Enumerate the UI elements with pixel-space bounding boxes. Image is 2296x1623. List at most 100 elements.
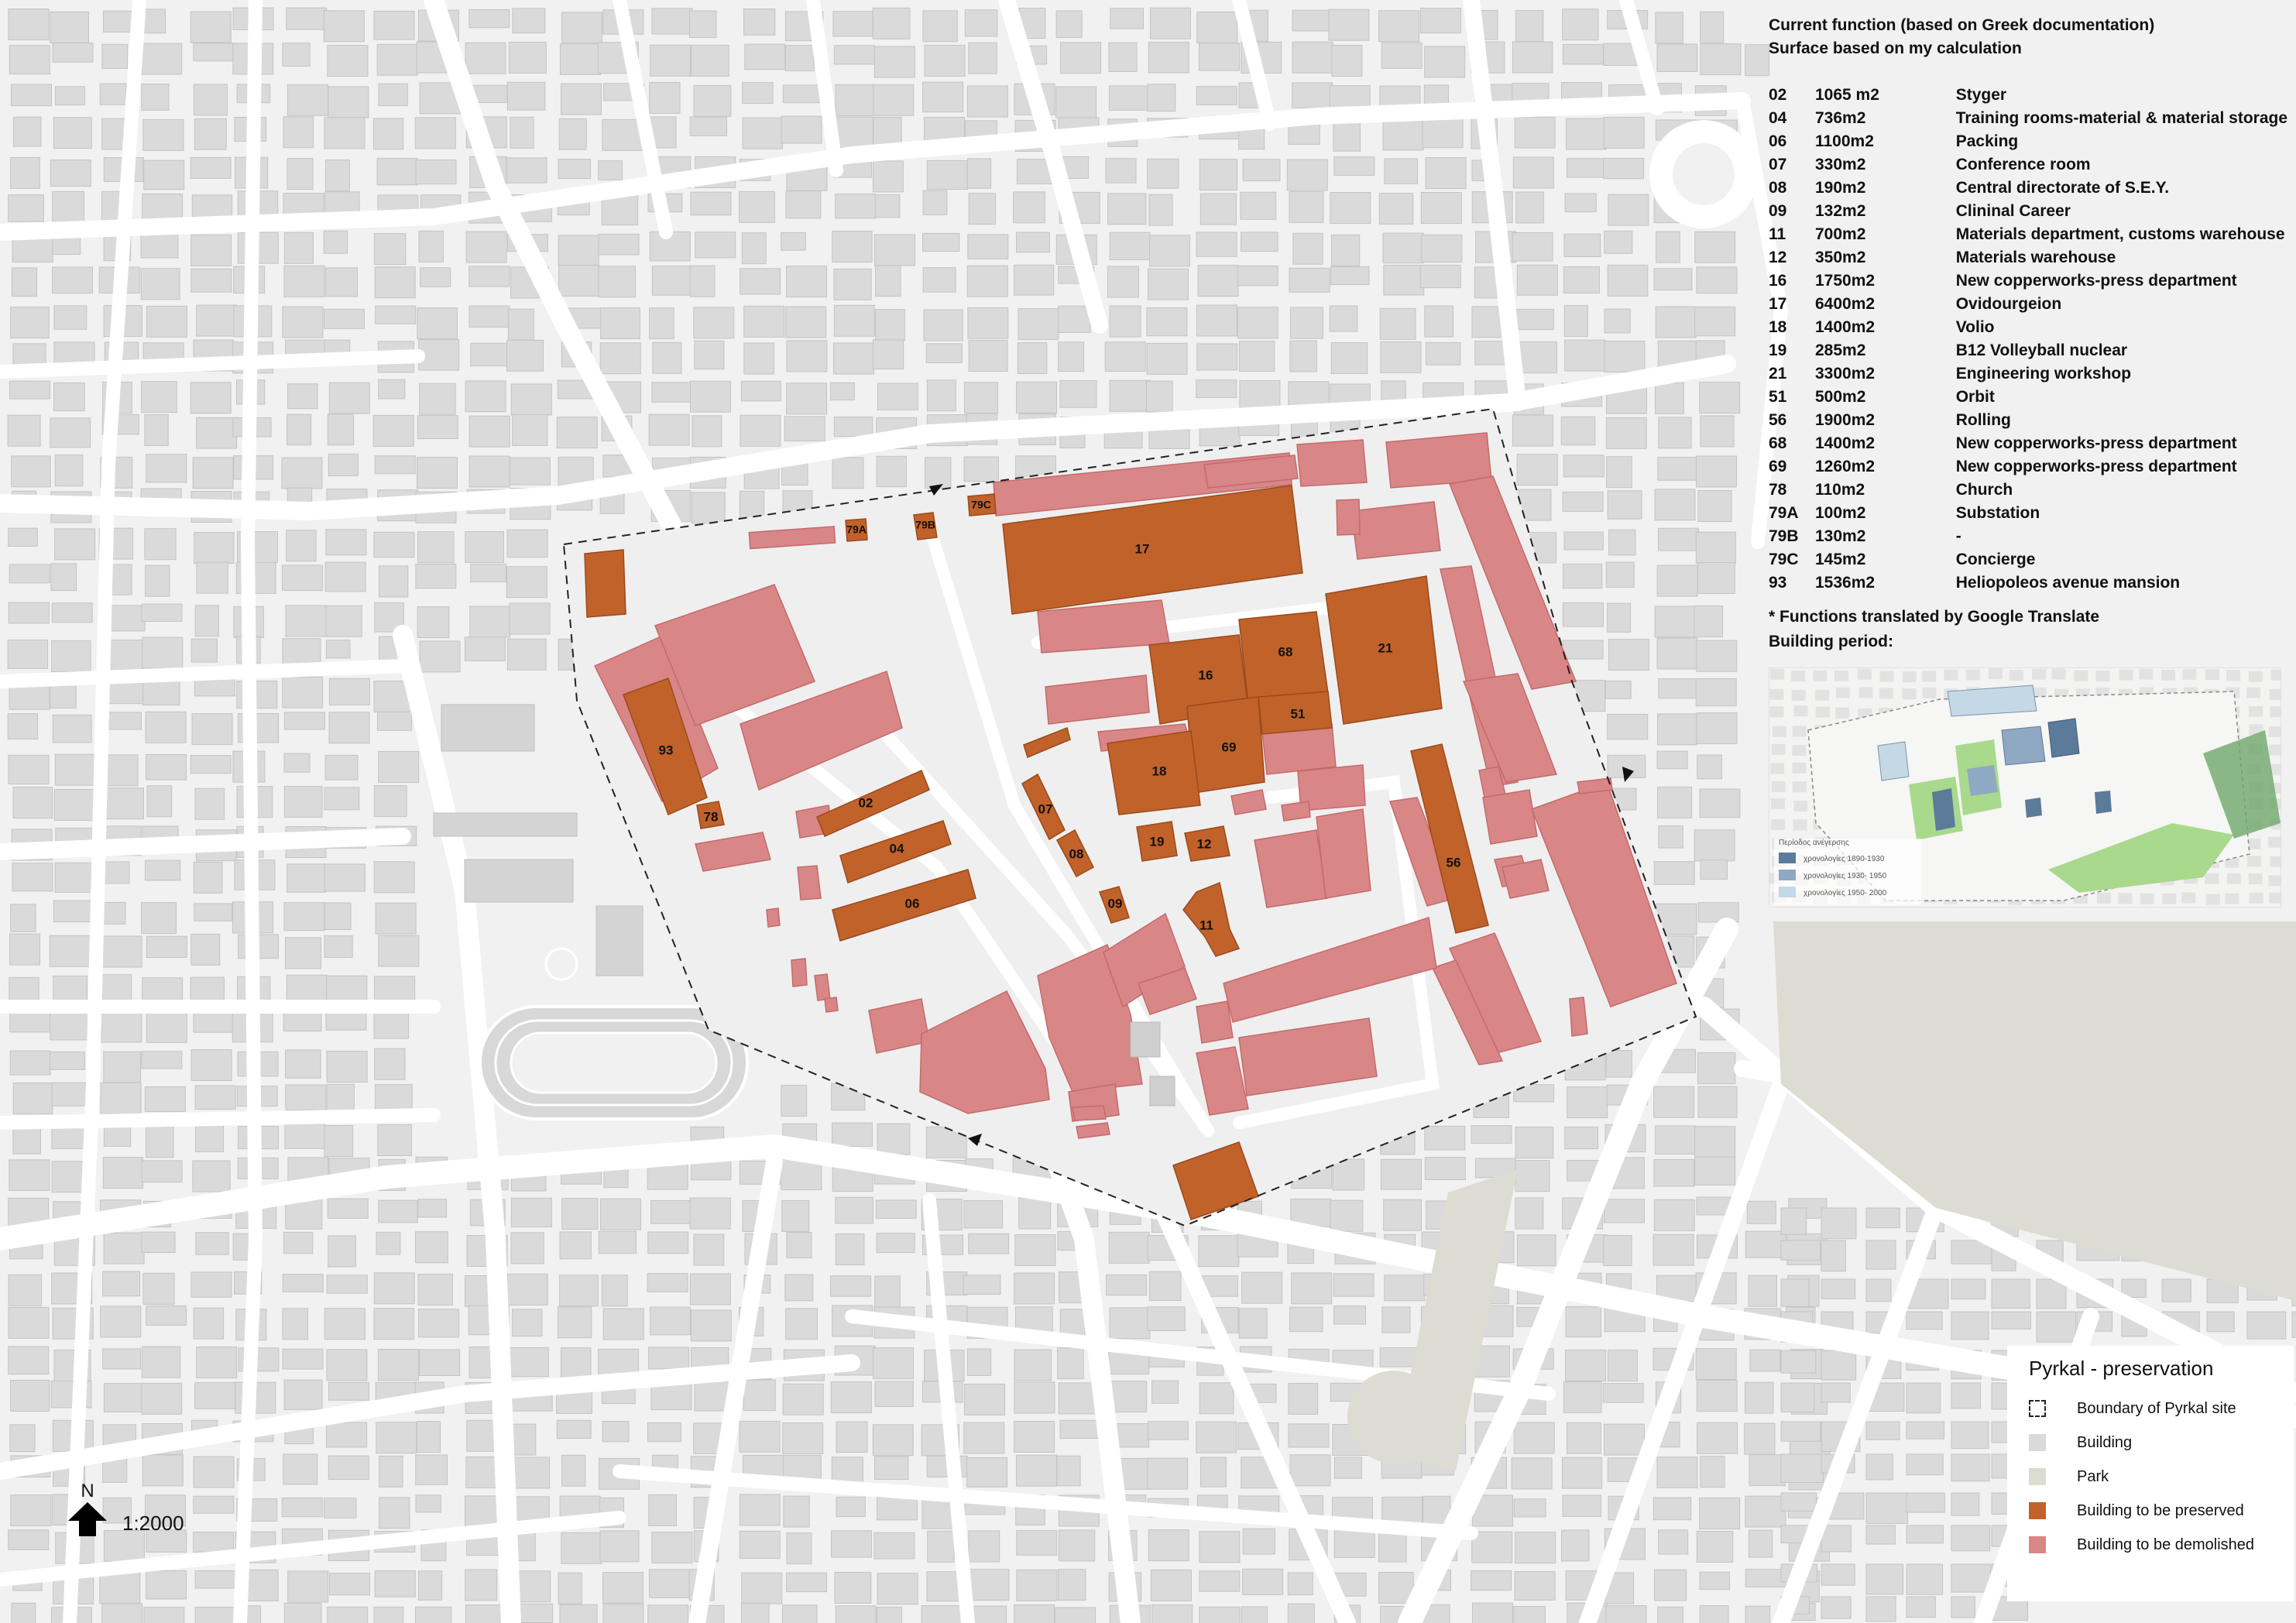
- context-building: [783, 1495, 810, 1528]
- context-building: [1653, 861, 1695, 885]
- legend-title: Pyrkal - preservation: [2029, 1357, 2214, 1380]
- building-area: 1400m2: [1814, 318, 1876, 336]
- inset-context-building: [1835, 707, 1850, 719]
- inset-context-building: [1988, 668, 2003, 680]
- context-building: [508, 41, 547, 74]
- context-building: [329, 1573, 370, 1596]
- context-building: [1151, 1380, 1179, 1404]
- context-building: [1018, 308, 1059, 341]
- context-building: [829, 382, 855, 401]
- building-function: Heliopoleos avenue mansion: [1955, 574, 2181, 592]
- context-building: [1240, 191, 1277, 220]
- context-building: [1333, 1273, 1375, 1297]
- context-building: [1330, 192, 1371, 224]
- inset-context-building: [2249, 705, 2263, 717]
- context-building: [190, 382, 232, 414]
- building-function: Engineering workshop: [1955, 365, 2132, 383]
- context-building: [142, 1272, 175, 1305]
- context-building: [1780, 1453, 1824, 1483]
- context-building: [875, 309, 905, 341]
- context-building: [1288, 1423, 1330, 1448]
- building-function: Packing: [1955, 132, 2019, 150]
- label-68: 68: [1278, 644, 1293, 659]
- building-93: [623, 678, 708, 816]
- context-building: [142, 637, 184, 669]
- context-building: [830, 1275, 872, 1297]
- building-area: 330m2: [1814, 156, 1866, 173]
- building-id: 04: [1769, 109, 1787, 127]
- context-building: [1146, 342, 1188, 375]
- context-building: [832, 457, 864, 489]
- context-building: [53, 900, 94, 922]
- context-building: [286, 530, 317, 562]
- context-building: [464, 637, 506, 661]
- context-building: [507, 1347, 549, 1378]
- context-building: [1694, 606, 1724, 637]
- context-building: [1694, 306, 1736, 337]
- context-building: [784, 416, 825, 441]
- context-building: [1512, 308, 1554, 331]
- context-building: [1745, 1230, 1786, 1258]
- context-building: [1108, 1231, 1150, 1264]
- building-area: 132m2: [1814, 202, 1866, 220]
- context-building: [785, 1308, 819, 1340]
- building-area: 1536m2: [1814, 574, 1876, 592]
- context-building: [194, 1381, 236, 1409]
- context-building: [283, 1231, 314, 1254]
- context-building: [927, 1530, 955, 1563]
- context-building: [193, 84, 228, 116]
- building-area: 145m2: [1814, 551, 1866, 568]
- building-21: [1325, 575, 1443, 725]
- context-building: [1107, 193, 1147, 225]
- context-building: [8, 1346, 50, 1375]
- context-building: [1951, 1492, 1980, 1516]
- context-building: [507, 308, 534, 341]
- context-building: [9, 380, 51, 400]
- context-building: [1694, 829, 1735, 862]
- context-building: [1656, 43, 1698, 72]
- inset-context-building: [1793, 705, 1808, 717]
- context-building: [281, 1497, 323, 1518]
- context-building: [282, 306, 324, 338]
- context-building: [693, 84, 732, 117]
- context-building: [1424, 305, 1454, 338]
- building-area: 285m2: [1814, 341, 1866, 359]
- context-building: [144, 1086, 186, 1112]
- context-building: [326, 1275, 368, 1294]
- context-building: [1653, 1234, 1694, 1266]
- context-building: [602, 1604, 644, 1623]
- context-building: [101, 43, 129, 69]
- context-building: [835, 1605, 877, 1623]
- context-building: [785, 190, 822, 219]
- context-building: [417, 415, 458, 439]
- context-building: [1658, 678, 1700, 699]
- context-building: [1199, 193, 1237, 225]
- context-building: [140, 232, 179, 259]
- inset-context-building: [2096, 892, 2111, 904]
- context-building: [327, 1606, 369, 1623]
- context-building: [417, 1570, 443, 1601]
- context-building: [1424, 1125, 1466, 1151]
- context-building: [744, 43, 786, 70]
- context-building: [1014, 1349, 1052, 1381]
- context-building: [9, 564, 50, 584]
- context-building: [1745, 1569, 1786, 1587]
- context-building: [831, 1530, 872, 1558]
- context-building: [1292, 41, 1333, 74]
- context-building: [54, 862, 96, 893]
- context-building: [872, 7, 911, 39]
- context-building: [1516, 1234, 1556, 1267]
- context-building: [561, 83, 602, 115]
- context-building: [420, 267, 451, 287]
- context-building: [1748, 1529, 1773, 1558]
- context-building: [373, 233, 407, 266]
- context-building: [649, 307, 674, 340]
- label-07: 07: [1038, 801, 1053, 816]
- context-building: [418, 1309, 460, 1338]
- building-17: [1002, 485, 1303, 615]
- context-building: [1603, 157, 1644, 180]
- context-building: [781, 232, 806, 251]
- context-building: [1109, 379, 1151, 412]
- context-building: [558, 1572, 582, 1604]
